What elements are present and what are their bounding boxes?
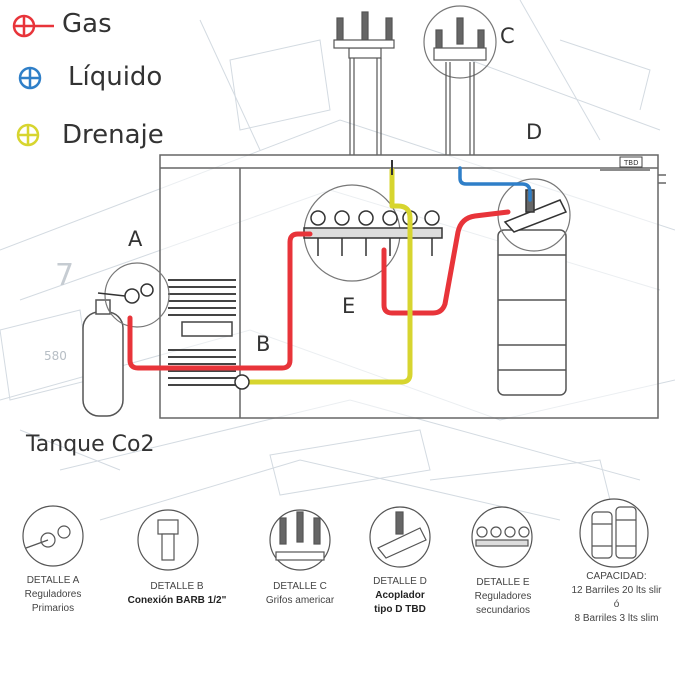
detail-b-thumbnail — [137, 509, 199, 571]
capacity-line1: 12 Barriles 20 lts slir — [571, 585, 662, 596]
detail-e-line2: secundarios — [476, 605, 530, 616]
detail-e-line1: Reguladores — [474, 591, 532, 602]
legend-gas-label: Gas — [62, 9, 112, 39]
gas-line — [127, 209, 511, 371]
detail-c-caption: DETALLE C Grifos americar — [245, 580, 355, 608]
callout-a: A — [128, 227, 143, 251]
capacity-kegs-thumbnail — [579, 498, 649, 568]
barb-connection-icon — [234, 374, 250, 390]
drain-legend-icon — [16, 123, 40, 147]
condenser-coil-bottom — [168, 349, 236, 386]
detail-a-caption: DETALLE A Reguladores Primarios — [0, 574, 108, 616]
detail-e-caption: DETALLE E Reguladores secundarios — [448, 576, 558, 618]
callout-c: C — [500, 24, 515, 48]
liquid-legend-icon — [18, 66, 42, 90]
legend-liquid-label: Líquido — [68, 62, 163, 92]
detail-c-thumbnail — [269, 509, 331, 571]
detail-c-line1: Grifos americar — [265, 595, 335, 606]
gas-legend-icon — [12, 14, 54, 38]
detail-e-title: DETALLE E — [476, 577, 530, 588]
capacity-title: CAPACIDAD: — [586, 571, 647, 582]
fridge-badge-text: TBD — [623, 159, 638, 167]
detail-a-line2: Primarios — [31, 603, 75, 614]
regulator-a-magnifier — [104, 262, 170, 328]
condenser-coil-top — [168, 279, 236, 316]
beer-keg — [497, 229, 567, 396]
detail-d-thumbnail — [369, 506, 431, 568]
capacity-line2: ó — [613, 599, 620, 610]
fridge-badge — [619, 156, 643, 168]
detail-b-title: DETALLE B — [150, 581, 204, 592]
detail-d-line1: Acoplador — [375, 590, 425, 601]
tap-tower-left — [333, 11, 395, 155]
detail-d-caption: DETALLE D Acoplador tipo D TBD — [345, 575, 455, 617]
detail-d-line2: tipo D TBD — [374, 604, 426, 615]
tap-tower-right — [423, 5, 497, 155]
callout-e: E — [342, 294, 356, 318]
blueprint-number-580: 580 — [44, 349, 67, 363]
capacity-caption: CAPACIDAD: 12 Barriles 20 lts slir ó 8 B… — [558, 570, 675, 626]
legend-drain-label: Drenaje — [62, 120, 164, 150]
detail-c-title: DETALLE C — [273, 581, 327, 592]
detail-a-line1: Reguladores — [24, 589, 82, 600]
liquid-line — [458, 166, 532, 202]
callout-b: B — [256, 332, 271, 356]
co2-tank — [82, 299, 124, 417]
drain-line — [239, 167, 413, 385]
detail-b-caption: DETALLE B Conexión BARB 1/2" — [118, 580, 236, 608]
primary-regulator-icon — [97, 283, 154, 304]
callout-d: D — [526, 120, 543, 144]
detail-b-line1: Conexión BARB 1/2" — [127, 595, 227, 606]
detail-e-thumbnail — [471, 506, 533, 568]
detail-a-thumbnail — [22, 505, 84, 567]
detail-d-title: DETALLE D — [373, 576, 427, 587]
blueprint-background — [0, 0, 675, 521]
blueprint-number-7: 7 — [55, 258, 74, 293]
co2-tank-label: Tanque Co2 — [26, 432, 155, 457]
capacity-line3: 8 Barriles 3 lts slim — [574, 613, 659, 624]
compressor-vent — [181, 321, 233, 337]
detail-a-title: DETALLE A — [26, 575, 80, 586]
